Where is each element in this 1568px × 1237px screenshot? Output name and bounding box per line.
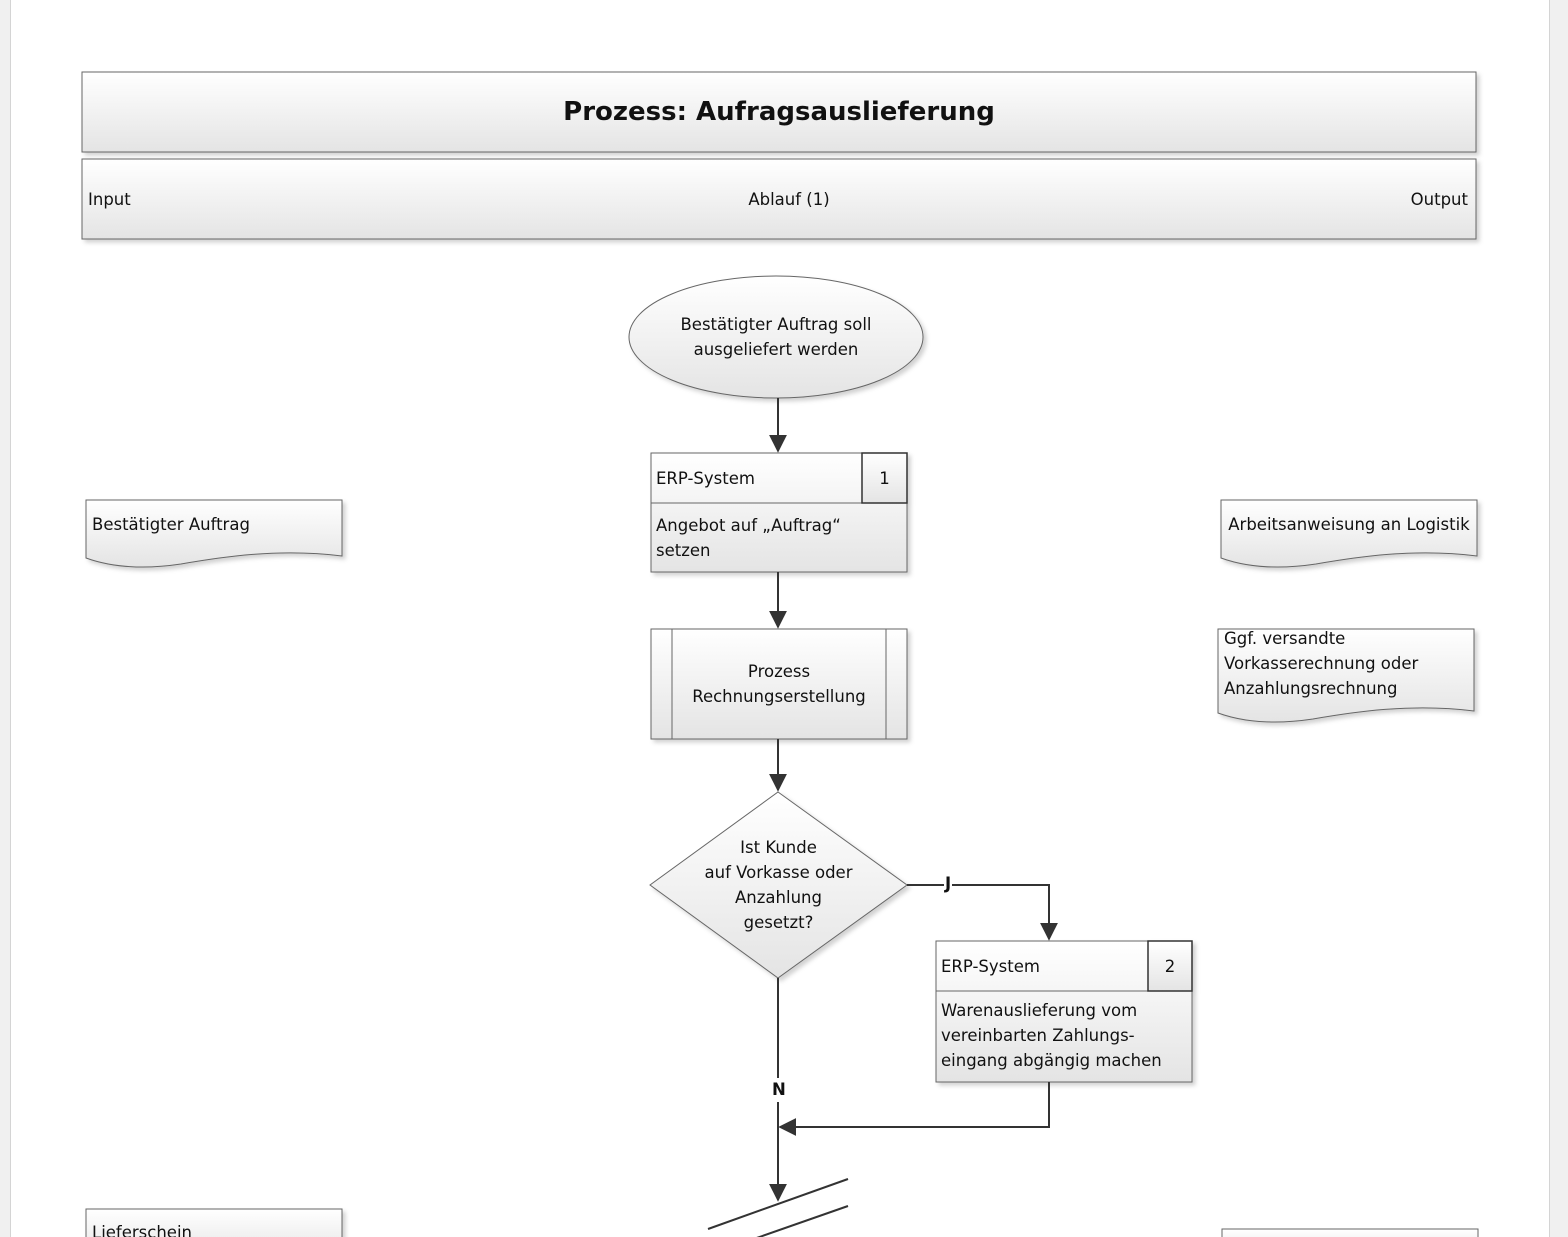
- connector-step2-return: [778, 1082, 1050, 1136]
- step-2-number: 2: [1164, 956, 1176, 976]
- yes-branch-label: J: [944, 872, 953, 896]
- connector-yes-branch: [907, 884, 1058, 941]
- step-2-box: [935, 940, 1193, 1083]
- output-document-3-shape: [1221, 1228, 1479, 1237]
- flowchart-canvas: [81, 71, 1479, 1237]
- output-document-1-label: Arbeitsanweisung an Logistik: [1228, 515, 1470, 534]
- input-document-2-label: Lieferschein: [92, 1223, 192, 1237]
- step-1-system-label: ERP-System: [656, 469, 755, 488]
- no-branch-label: N: [770, 1078, 788, 1102]
- page-break-mark: [707, 1178, 849, 1230]
- column-header-bar: [81, 158, 1477, 240]
- output-document-2-shape: [1217, 628, 1475, 723]
- output-document-1-shape: [1220, 499, 1478, 568]
- column-header-input: Input: [88, 190, 131, 209]
- subprocess-box: [650, 628, 908, 740]
- input-document-2-shape: [85, 1208, 343, 1237]
- column-header-flow: Ablauf (1): [748, 190, 830, 209]
- input-document-1-shape: [85, 499, 343, 568]
- start-event: [628, 275, 924, 399]
- step-1-box: [650, 452, 908, 573]
- step-1-description: Angebot auf „Auftrag“setzen: [656, 516, 841, 560]
- title-bar: [81, 71, 1477, 153]
- diagram-title: Prozess: Aufragsauslieferung: [563, 96, 995, 127]
- step-2-system-label: ERP-System: [941, 957, 1040, 976]
- step-1-number: 1: [879, 468, 890, 488]
- diagram-page: Prozess: Aufragsauslieferung Input Ablau…: [10, 0, 1550, 1237]
- page-break-mark: [756, 1205, 849, 1237]
- input-document-1-label: Bestätigter Auftrag: [92, 515, 250, 534]
- column-header-output: Output: [1410, 190, 1468, 209]
